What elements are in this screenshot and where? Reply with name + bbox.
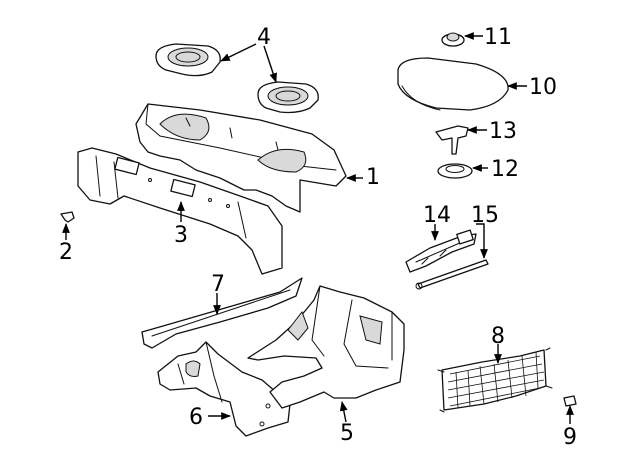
part-11-grommet: [441, 32, 465, 47]
callout-15: 15: [471, 203, 499, 228]
part-4-speaker-grilles: [155, 43, 319, 114]
callout-8: 8: [491, 324, 505, 349]
callout-10: 10: [529, 75, 557, 100]
part-12-spacer: [437, 163, 473, 179]
callout-11: 11: [484, 25, 512, 50]
part-15-jack-handle: [415, 259, 489, 290]
callout-3: 3: [174, 223, 188, 248]
callout-9: 9: [563, 425, 577, 450]
callout-1: 1: [366, 165, 380, 190]
callout-6: 6: [189, 405, 203, 430]
callout-14: 14: [423, 203, 451, 228]
callout-2: 2: [59, 240, 73, 265]
part-8-cargo-net: [437, 347, 553, 413]
callout-4: 4: [257, 25, 271, 50]
part-14-jack: [405, 229, 477, 273]
part-6-left-trunk-trim: [157, 341, 291, 437]
part-2-push-clip: [60, 211, 75, 223]
part-7-sill-plate: [141, 277, 303, 349]
part-9-retainer: [563, 395, 577, 407]
leader-lines: [62, 32, 574, 424]
part-5-trunk-liner: [247, 285, 405, 409]
part-13-holddown-bracket: [435, 125, 469, 155]
callout-12: 12: [491, 157, 519, 182]
part-3-rear-trim-panel: [77, 147, 283, 275]
callout-numbers: 4 1 2 3 5 6 7 8 9 10 11 12 13 14 15: [59, 25, 577, 450]
callout-5: 5: [340, 421, 354, 446]
part-1-package-tray: [135, 103, 347, 213]
callout-13: 13: [489, 119, 517, 144]
callout-7: 7: [211, 272, 225, 297]
part-10-spare-cover: [397, 57, 509, 111]
